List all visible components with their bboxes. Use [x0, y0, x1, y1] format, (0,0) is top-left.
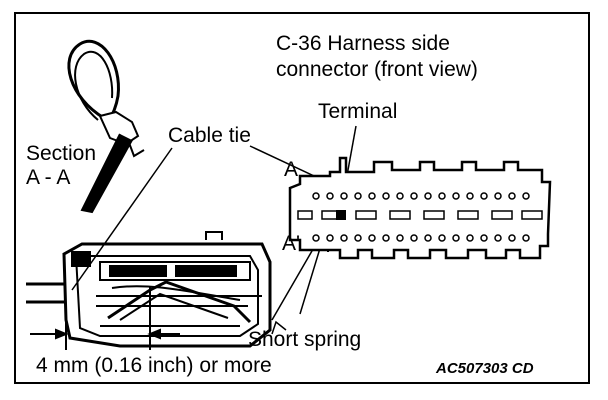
dimension-markers [30, 286, 180, 350]
marker-a: A [284, 158, 299, 181]
connector-title-line2: connector (front view) [276, 58, 478, 81]
cable-tie-loop [67, 40, 145, 214]
section-label-line2: A - A [26, 166, 71, 189]
selected-terminal [336, 210, 346, 220]
short-spring-label: Short spring [248, 328, 362, 351]
connector-title-line1: C-36 Harness side [276, 32, 450, 55]
cable-tie-label: Cable tie [168, 124, 251, 147]
dimension-label: 4 mm (0.16 inch) or more [36, 354, 272, 377]
terminal-label: Terminal [318, 100, 398, 123]
marker-a-prime: A' [282, 232, 301, 255]
harness-connector-front [288, 156, 552, 260]
section-label-line1: Section [26, 142, 97, 165]
connector-section [26, 231, 272, 348]
figure-code: AC507303 CD [436, 360, 534, 377]
